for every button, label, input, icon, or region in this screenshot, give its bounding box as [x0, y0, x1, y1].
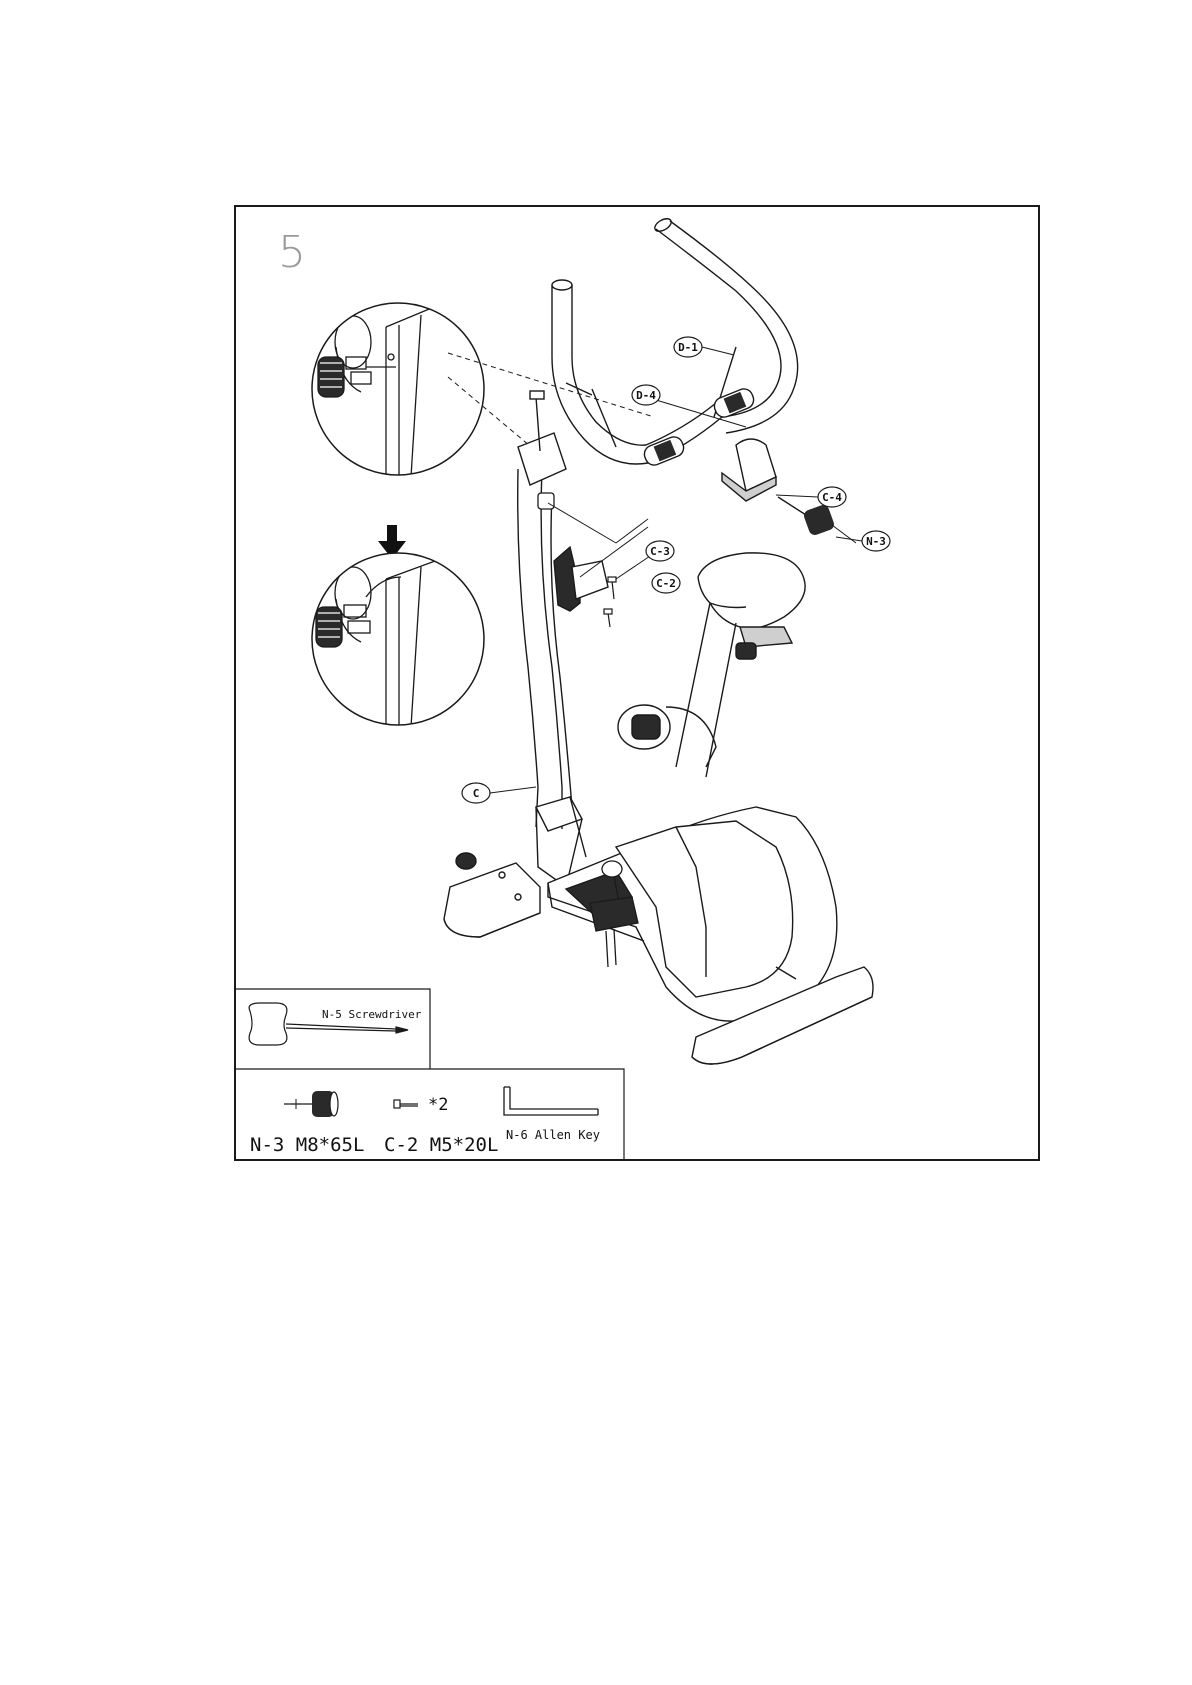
seat — [698, 553, 805, 659]
svg-text:D-4: D-4 — [636, 389, 656, 402]
svg-text:D-1: D-1 — [678, 341, 698, 354]
callout-d4: D-4 — [632, 385, 660, 405]
bike-frame-body — [548, 705, 837, 1021]
grip-sensor-left — [642, 434, 687, 468]
callout-d1: D-1 — [674, 337, 734, 357]
svg-text:C-2 M5*20L: C-2 M5*20L — [384, 1134, 498, 1156]
svg-text:*2: *2 — [428, 1095, 448, 1115]
seat-post — [676, 603, 736, 777]
console-post-c — [518, 391, 586, 887]
clamp-c4 — [722, 439, 776, 501]
svg-text:N-3 M8*65L: N-3 M8*65L — [250, 1134, 364, 1156]
detail-circle-bottom — [312, 553, 484, 727]
svg-text:C: C — [473, 787, 480, 800]
tool-box-parts: N-3 M8*65L *2 C-2 M5*20L N-6 Allen Key — [236, 1069, 624, 1161]
callout-c4: C-4 — [776, 487, 846, 507]
detail-circle-top — [312, 302, 484, 477]
tool-box-screwdriver: N-5 Screwdriver — [236, 989, 430, 1069]
svg-text:C-2: C-2 — [656, 577, 676, 590]
callout-c: C — [462, 783, 536, 803]
screw-icon — [394, 1100, 418, 1108]
bottle-holder-c3 — [554, 547, 608, 611]
svg-text:C-4: C-4 — [822, 491, 842, 504]
svg-text:N-6 Allen Key: N-6 Allen Key — [506, 1128, 600, 1142]
allen-key-icon — [504, 1087, 598, 1115]
handlebar-d1 — [552, 216, 798, 464]
front-stabilizer — [444, 853, 540, 937]
svg-text:N-5 Screwdriver: N-5 Screwdriver — [322, 1008, 422, 1021]
knob-icon — [284, 1091, 338, 1117]
callout-c2: C-2 — [652, 573, 680, 593]
post-connector — [538, 493, 554, 509]
svg-text:N-3: N-3 — [866, 535, 886, 548]
knob-n3 — [778, 497, 856, 543]
callout-c3: C-3 — [646, 541, 674, 561]
svg-text:C-3: C-3 — [650, 545, 670, 558]
exploded-diagram: D-1 D-4 C-4 N-3 C-3 C-2 C — [236, 207, 1042, 1163]
assembly-step-frame: 5 — [234, 205, 1040, 1161]
